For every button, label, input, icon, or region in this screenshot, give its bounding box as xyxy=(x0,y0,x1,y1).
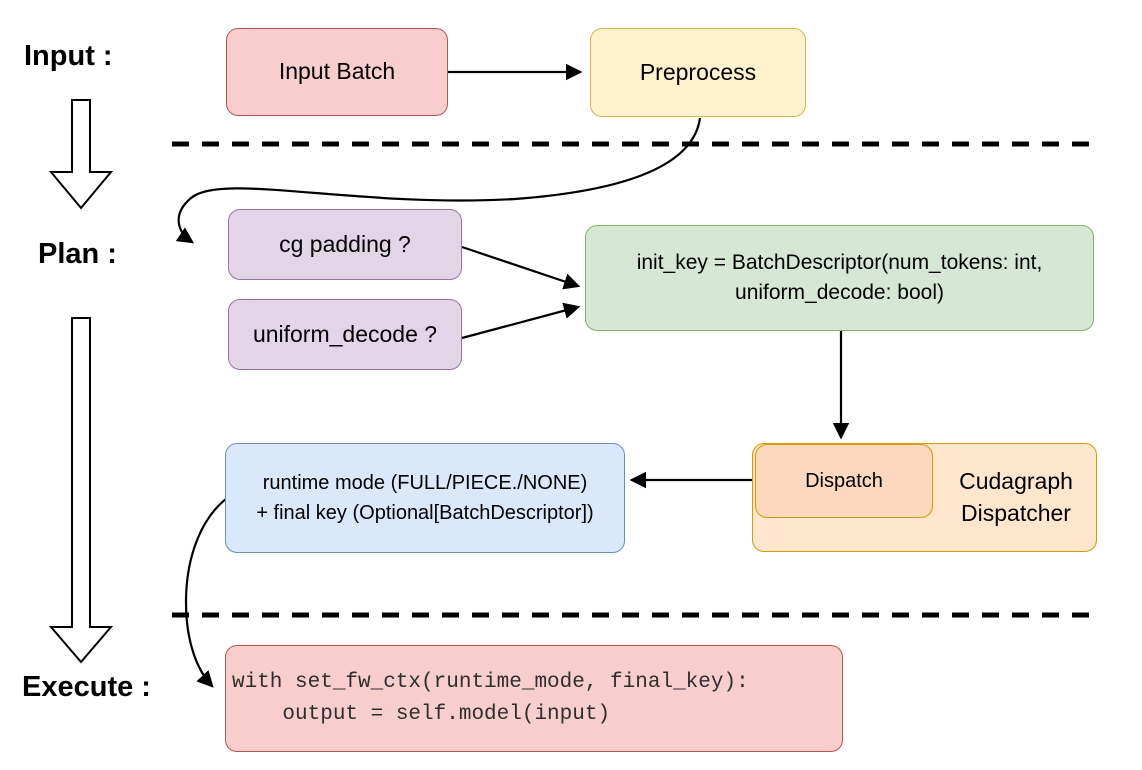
dispatch-label: Dispatch xyxy=(805,470,883,492)
init-key-node: init_key = BatchDescriptor(num_tokens: i… xyxy=(585,225,1094,331)
cg-padding-node: cg padding ? xyxy=(228,209,462,280)
preprocess-node: Preprocess xyxy=(590,28,806,117)
input-batch-node: Input Batch xyxy=(226,28,448,116)
cudagraph-dispatcher-line2: Dispatcher xyxy=(961,499,1071,526)
stage-label-plan: Plan : xyxy=(38,238,117,270)
arrow-runtime-mode-to-execute-code xyxy=(184,493,234,688)
runtime-mode-line1: runtime mode (FULL/PIECE./NONE) xyxy=(262,472,588,494)
stage-label-input: Input : xyxy=(24,40,113,72)
cg-padding-label: cg padding ? xyxy=(279,230,411,257)
execute-code-line2: output = self.model(input) xyxy=(232,702,611,726)
arrow-uniform-decode-to-init-key xyxy=(461,302,581,340)
init-key-line1: init_key = BatchDescriptor(num_tokens: i… xyxy=(636,250,1043,274)
stage-arrow-input-to-plan-icon xyxy=(48,99,114,210)
stage-label-execute: Execute : xyxy=(22,671,151,703)
cudagraph-dispatcher-label: Cudagraph Dispatcher xyxy=(936,444,1096,551)
init-key-line2: uniform_decode: bool) xyxy=(735,281,944,304)
arrow-preprocess-to-cg-padding xyxy=(175,117,702,244)
uniform-decode-node: uniform_decode ? xyxy=(228,299,462,370)
uniform-decode-label: uniform_decode ? xyxy=(252,320,438,347)
preprocess-label: Preprocess xyxy=(639,58,757,85)
execute-code-node: with set_fw_ctx(runtime_mode, final_key)… xyxy=(225,645,843,752)
cudagraph-dispatcher-line1: Cudagraph xyxy=(959,468,1073,495)
runtime-mode-line2: + final key (Optional[BatchDescriptor]) xyxy=(256,502,594,524)
arrow-cg-padding-to-init-key xyxy=(461,245,581,290)
input-batch-label: Input Batch xyxy=(278,58,396,85)
dispatch-node: Dispatch xyxy=(755,444,933,518)
stage-arrow-plan-to-execute-icon xyxy=(48,317,114,664)
runtime-mode-node: runtime mode (FULL/PIECE./NONE) + final … xyxy=(225,443,625,553)
execute-code-line1: with set_fw_ctx(runtime_mode, final_key)… xyxy=(232,671,749,694)
